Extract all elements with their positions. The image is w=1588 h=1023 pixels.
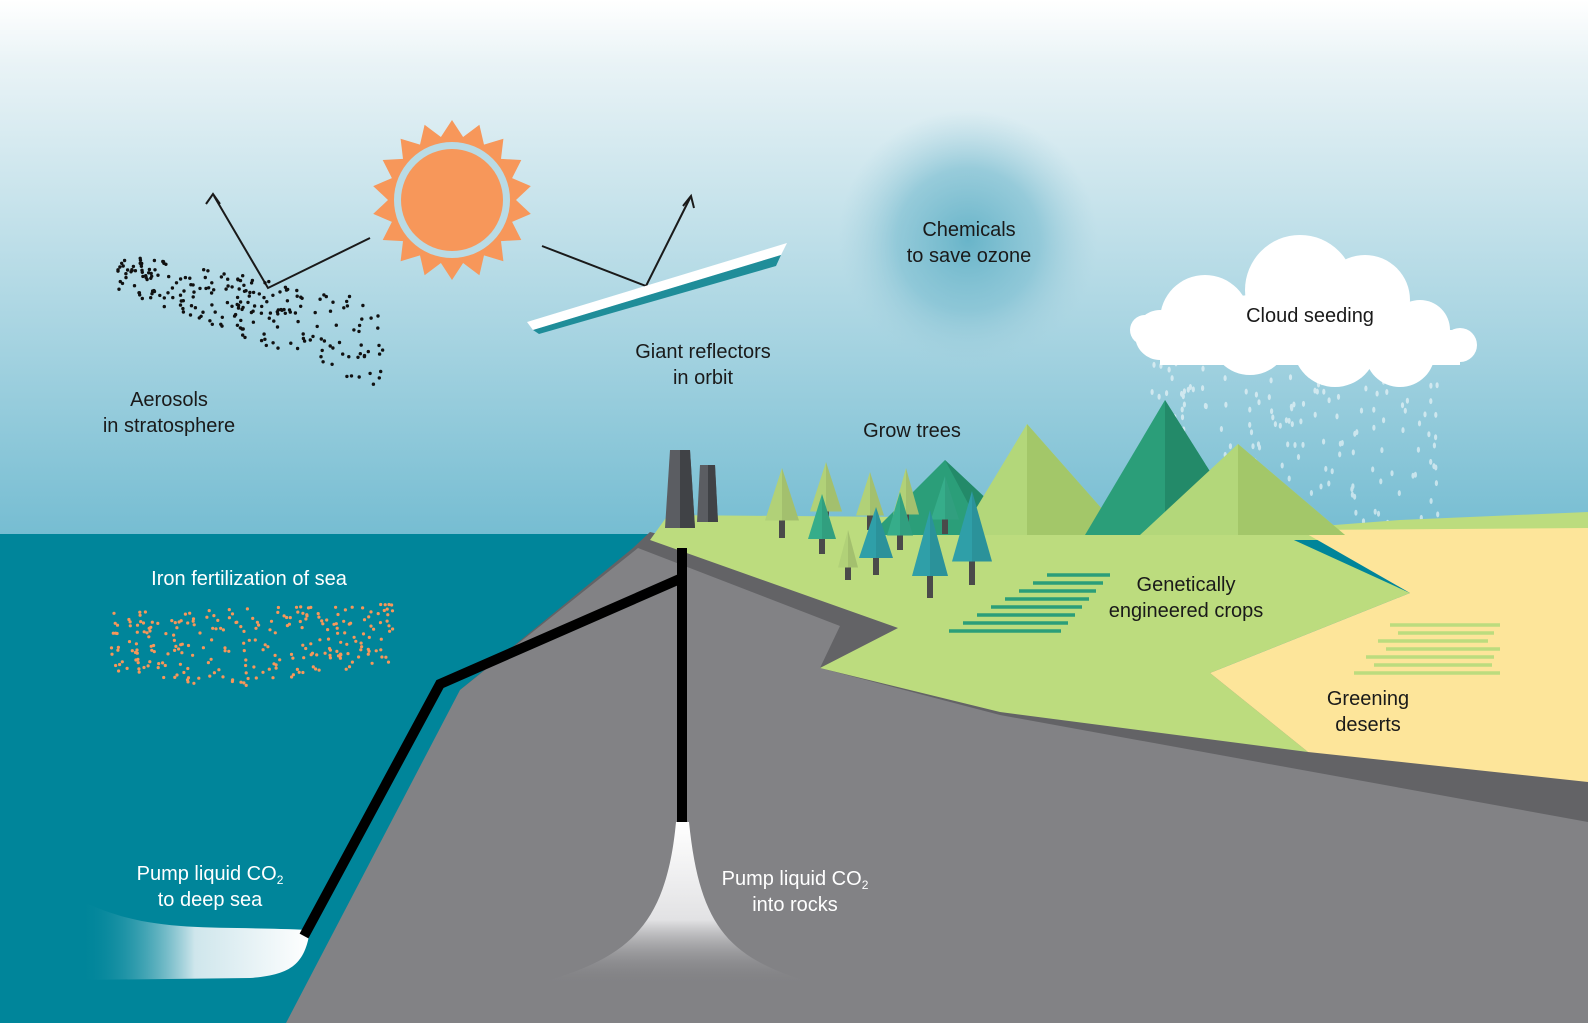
tree-icon <box>912 510 948 598</box>
label-iron-fertilization: Iron fertilization of sea <box>151 568 347 590</box>
pipe-to-sea <box>299 573 685 939</box>
crop-stripes <box>949 573 1110 633</box>
tree-icon <box>859 507 893 575</box>
tree-icon <box>765 468 799 538</box>
tree-icon <box>808 494 836 554</box>
arrow-icon <box>682 193 695 209</box>
grassland <box>650 515 1410 752</box>
rock-co2-plume <box>532 822 820 985</box>
tree-icon <box>838 530 858 580</box>
cloud-icon <box>1130 235 1477 387</box>
label-deep-sea: Pump liquid CO2 to deep sea <box>136 863 284 911</box>
tree-icon <box>887 492 913 550</box>
label-greening-deserts: Greening deserts <box>1326 688 1410 736</box>
tree-icon <box>856 472 884 530</box>
label-aerosols: Aerosols in stratosphere <box>102 389 236 437</box>
label-engineered-crops: Genetically engineered crops <box>1108 574 1264 622</box>
iron-particles <box>109 602 395 688</box>
rock <box>286 548 1588 1023</box>
mirror-icon <box>527 243 787 334</box>
label-ozone-chemicals: Chemicals to save ozone <box>906 219 1032 267</box>
aerosol-particles <box>116 256 385 386</box>
chimney-icon <box>665 450 718 528</box>
co2-pipes <box>299 548 687 939</box>
forest <box>765 462 992 598</box>
label-giant-reflectors: Giant reflectors in orbit <box>635 341 771 389</box>
arrow-icon <box>213 195 371 290</box>
tree-icon <box>931 476 959 534</box>
ozone-glow <box>838 110 1098 370</box>
desert-crop-stripes <box>1354 623 1500 675</box>
arrow-icon <box>205 192 221 205</box>
tree-icon <box>952 491 992 585</box>
desert <box>1210 528 1588 782</box>
sea-co2-plume <box>80 900 310 980</box>
sun-icon <box>373 120 531 280</box>
label-into-rocks: Pump liquid CO2 into rocks <box>721 868 869 916</box>
label-grow-trees: Grow trees <box>863 420 961 442</box>
label-cloud-seeding: Cloud seeding <box>1246 305 1374 327</box>
